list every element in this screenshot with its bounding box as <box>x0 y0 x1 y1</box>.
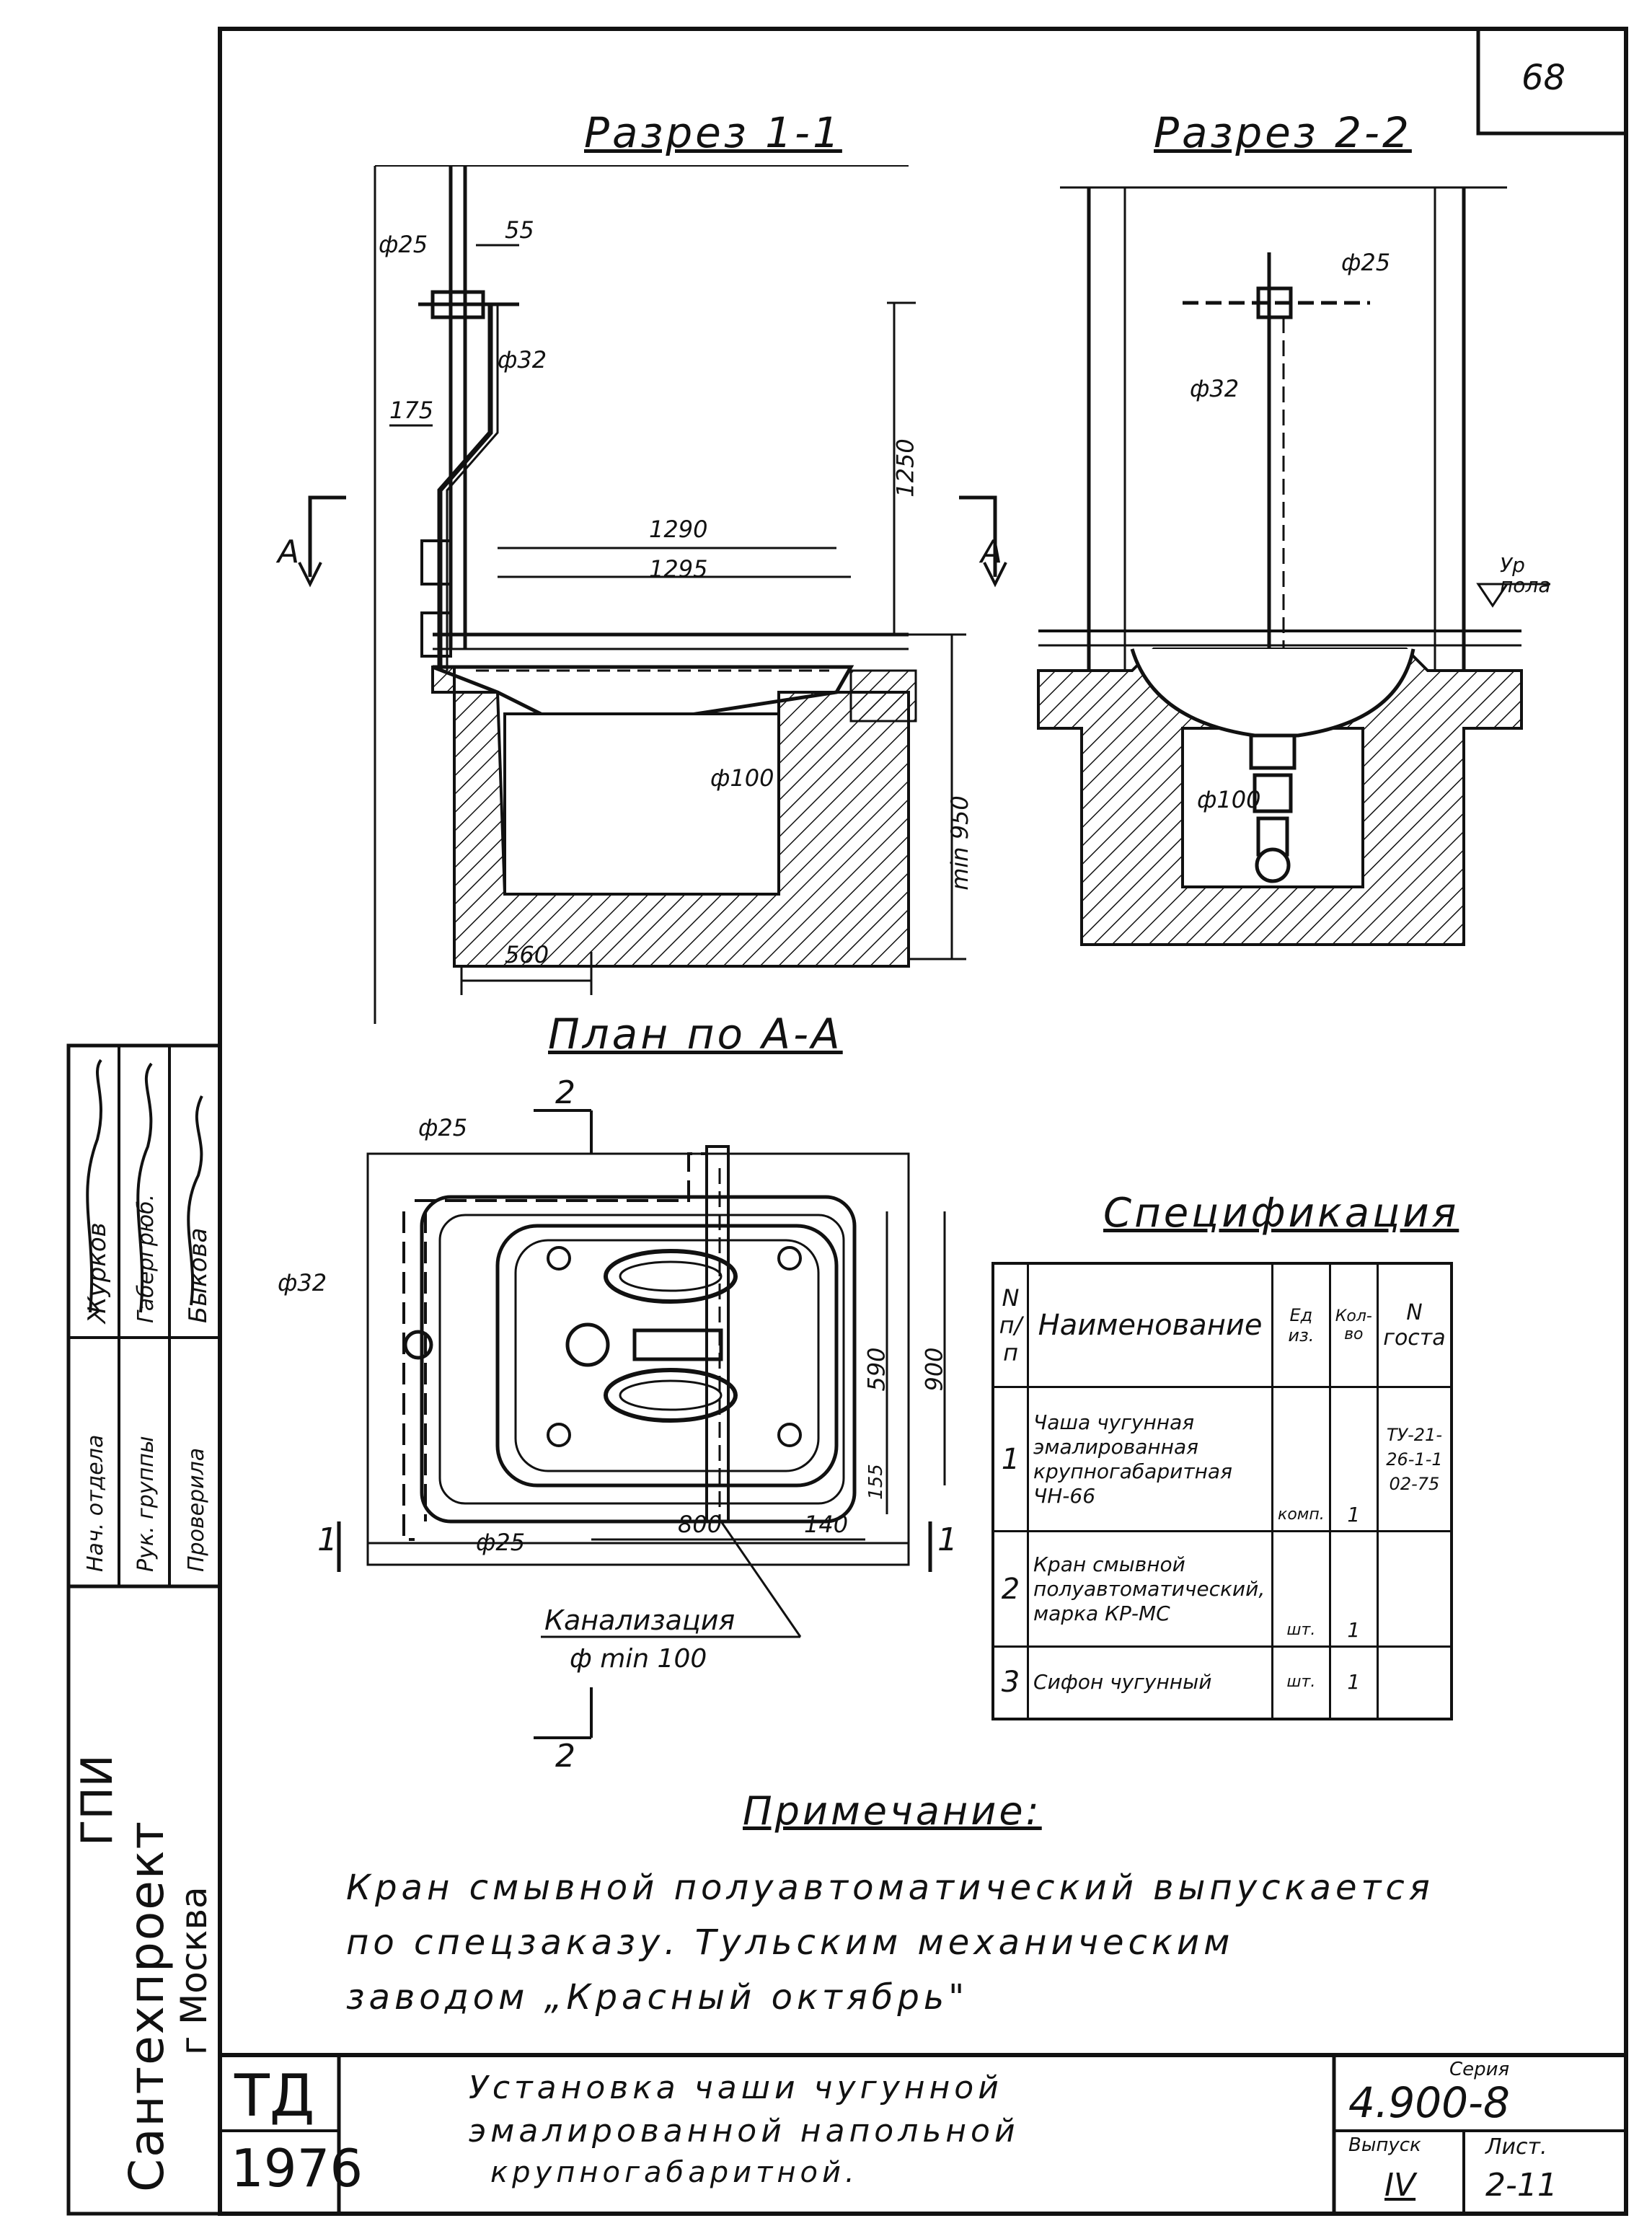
side-role-3: Проверила <box>184 1447 209 1572</box>
dim-155: 155 <box>865 1464 887 1500</box>
dim-d100-s11: ф100 <box>710 764 774 792</box>
section-2-2-title: Разрез 2-2 <box>1154 108 1412 157</box>
dim-d32-plan: ф32 <box>278 1269 327 1296</box>
spec-row1-n: 1 <box>991 1386 1030 1532</box>
spec-row3-unit: шт. <box>1271 1645 1331 1720</box>
plan-title: План по А-А <box>548 1010 843 1059</box>
dim-d32-s11: ф32 <box>498 346 547 374</box>
caption-line-2: эмалированной напольной <box>469 2113 1020 2150</box>
stamp-td: ТД <box>234 2062 315 2129</box>
dim-d32-s22: ф32 <box>1190 375 1240 402</box>
spec-row3-name: Сифон чугунный <box>1027 1645 1274 1720</box>
spec-row2-gost <box>1376 1530 1453 1648</box>
spec-header-row: N п/п Наименование Ед из. Кол-во N госта <box>991 1262 1453 1388</box>
dim-900: 900 <box>920 1347 948 1392</box>
spec-row3-n: 3 <box>991 1645 1030 1720</box>
dim-140: 140 <box>804 1511 849 1538</box>
mark-a-left: А <box>278 534 300 570</box>
spec-title: Спецификация <box>1103 1190 1459 1237</box>
note-line-3: заводом „Красный октябрь" <box>346 1977 969 2018</box>
spec-header-gost: N госта <box>1376 1262 1453 1388</box>
side-org-3: г Москва <box>173 1886 215 2055</box>
issue-value: IV <box>1384 2167 1416 2204</box>
dim-min950: min 950 <box>945 795 973 891</box>
spec-header-qty: Кол-во <box>1328 1262 1379 1388</box>
side-org-2: Сантехпроект <box>119 1819 175 2192</box>
spec-table: N п/п Наименование Ед из. Кол-во N госта… <box>991 1262 1453 1720</box>
note-title: Примечание: <box>743 1788 1042 1834</box>
floor-level-label: Ур пола <box>1500 553 1551 597</box>
caption-line-3: крупногабаритной. <box>490 2156 859 2189</box>
spec-row3-gost <box>1376 1645 1453 1720</box>
sewer-diameter: ф min 100 <box>570 1644 707 1674</box>
note-line-1: Кран смывной полуавтоматический выпускае… <box>346 1868 1434 1908</box>
mark-1-left: 1 <box>317 1521 337 1558</box>
dim-175: 175 <box>389 397 434 424</box>
series-label: Серия <box>1449 2059 1510 2080</box>
dim-d25-plan-bottom: ф25 <box>476 1529 526 1556</box>
section-1-1-title: Разрез 1-1 <box>584 108 842 157</box>
spec-row1-name: Чаша чугунная эмалированная крупногабари… <box>1027 1386 1274 1532</box>
side-stamp <box>66 1043 222 2216</box>
sheet-value: 2-11 <box>1485 2167 1558 2204</box>
mark-1-right: 1 <box>937 1521 958 1558</box>
side-role-1: Нач. отдела <box>83 1434 108 1572</box>
spec-row1-qty: 1 <box>1328 1386 1379 1532</box>
series-value: 4.900-8 <box>1348 2078 1510 2127</box>
side-org-1: ГПИ <box>72 1754 123 1846</box>
mark-2-bottom: 2 <box>555 1738 575 1775</box>
mark-a-right: А <box>981 534 1003 570</box>
dim-560: 560 <box>505 941 549 968</box>
issue-label: Выпуск <box>1348 2134 1421 2156</box>
dim-d25-s22: ф25 <box>1341 249 1391 276</box>
spec-row2-name: Кран смывной полуавтоматический, марка К… <box>1027 1530 1274 1648</box>
spec-row2-qty: 1 <box>1328 1530 1379 1648</box>
sewer-label: Канализация <box>544 1604 736 1636</box>
dim-800: 800 <box>678 1511 723 1538</box>
caption-line-1: Установка чаши чугунной <box>469 2069 1003 2106</box>
spec-row1-gost: ТУ-21-26-1-102-75 <box>1376 1386 1453 1532</box>
dim-590: 590 <box>862 1347 891 1392</box>
dim-1295: 1295 <box>649 555 708 583</box>
spec-row2-unit: шт. <box>1271 1530 1331 1648</box>
dim-55: 55 <box>505 216 534 244</box>
spec-row3-qty: 1 <box>1328 1645 1379 1720</box>
spec-row1-unit: комп. <box>1271 1386 1331 1532</box>
section-2-2-drawing <box>1037 186 1550 946</box>
dim-d25-s11: ф25 <box>379 231 428 258</box>
mark-2-top: 2 <box>555 1074 575 1111</box>
dim-d25-plan-top: ф25 <box>418 1114 468 1141</box>
note-line-2: по спецзаказу. Тульским механическим <box>346 1922 1234 1963</box>
spec-header-name: Наименование <box>1027 1262 1274 1388</box>
side-role-2: Рук. группы <box>133 1436 159 1572</box>
spec-header-unit: Ед из. <box>1271 1262 1331 1388</box>
dim-1290: 1290 <box>649 516 708 543</box>
section-1-1-drawing <box>298 165 1007 1024</box>
table-row: 1 Чаша чугунная эмалированная крупногаба… <box>991 1386 1453 1532</box>
plan-aa-drawing <box>337 1109 946 1739</box>
signatures <box>86 1059 203 1313</box>
sheet-number: 68 <box>1521 58 1566 98</box>
spec-row2-n: 2 <box>991 1530 1030 1648</box>
spec-header-n: N п/п <box>991 1262 1030 1388</box>
table-row: 2 Кран смывной полуавтоматический, марка… <box>991 1530 1453 1648</box>
sheet-label: Лист. <box>1485 2134 1547 2160</box>
stamp-year: 1976 <box>231 2138 363 2199</box>
dim-1250: 1250 <box>891 438 919 498</box>
table-row: 3 Сифон чугунный шт. 1 <box>991 1645 1453 1720</box>
dim-d100-s22: ф100 <box>1197 786 1261 813</box>
sheet-number-box <box>1476 29 1626 136</box>
